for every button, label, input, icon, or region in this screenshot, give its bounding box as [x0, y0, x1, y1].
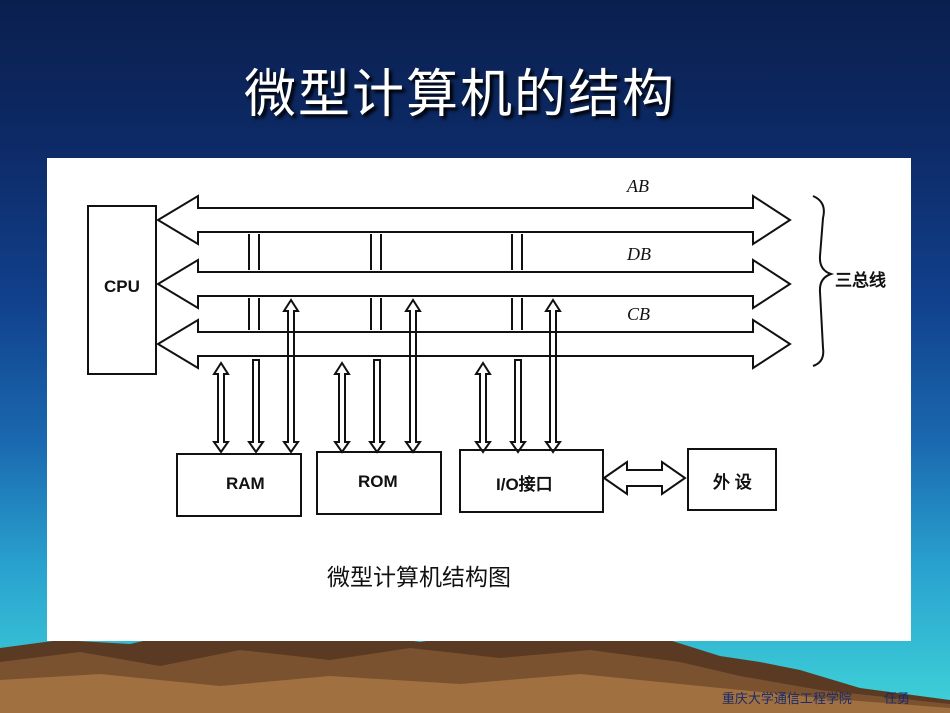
- rom-cb-arrow: [404, 298, 422, 454]
- ram-ab-arrow: [212, 361, 230, 454]
- rom-ab-arrow: [333, 361, 351, 454]
- io-cb-arrow: [544, 298, 562, 454]
- ab-bus-label: AB: [627, 176, 649, 196]
- io-peripheral-arrow: [602, 460, 687, 496]
- rom-label: ROM: [358, 472, 398, 491]
- ram-db-arrow: [247, 359, 265, 454]
- ram-label: RAM: [226, 474, 265, 493]
- footer-school: 重庆大学通信工程学院: [721, 692, 852, 707]
- cpu-label: CPU: [104, 277, 140, 296]
- diagram-caption: 微型计算机结构图: [327, 565, 511, 591]
- ram-cb-arrow: [282, 298, 300, 454]
- cb-bus-label: CB: [627, 304, 651, 324]
- io-interface-box: [459, 449, 604, 513]
- peripheral-box: [687, 448, 777, 511]
- footer-author: 任勇: [883, 692, 910, 707]
- control-bus-arrow: [156, 318, 792, 370]
- address-bus-arrow: [156, 194, 792, 246]
- diagram-panel: CPU AB DB CB 三总线 RAM ROM I/O接口 外 设 微型计算机…: [47, 158, 911, 641]
- rom-box: [316, 451, 442, 515]
- rom-db-arrow: [368, 359, 386, 454]
- io-ab-arrow: [474, 361, 492, 454]
- ram-box: [176, 453, 302, 517]
- microcomputer-structure-diagram: [87, 194, 835, 517]
- io-db-arrow: [509, 359, 527, 454]
- footer: 重庆大学通信工程学院 任勇: [694, 688, 910, 707]
- cpu-box: [87, 205, 157, 375]
- mountain-landscape: [0, 628, 950, 713]
- db-bus-label: DB: [627, 244, 651, 264]
- peripheral-label: 外 设: [713, 473, 752, 492]
- io-interface-label: I/O接口: [496, 475, 553, 494]
- three-bus-label: 三总线: [835, 271, 886, 290]
- slide-title: 微型计算机的结构: [243, 65, 676, 125]
- data-bus-arrow: [156, 258, 792, 310]
- bus-brace: [812, 195, 835, 367]
